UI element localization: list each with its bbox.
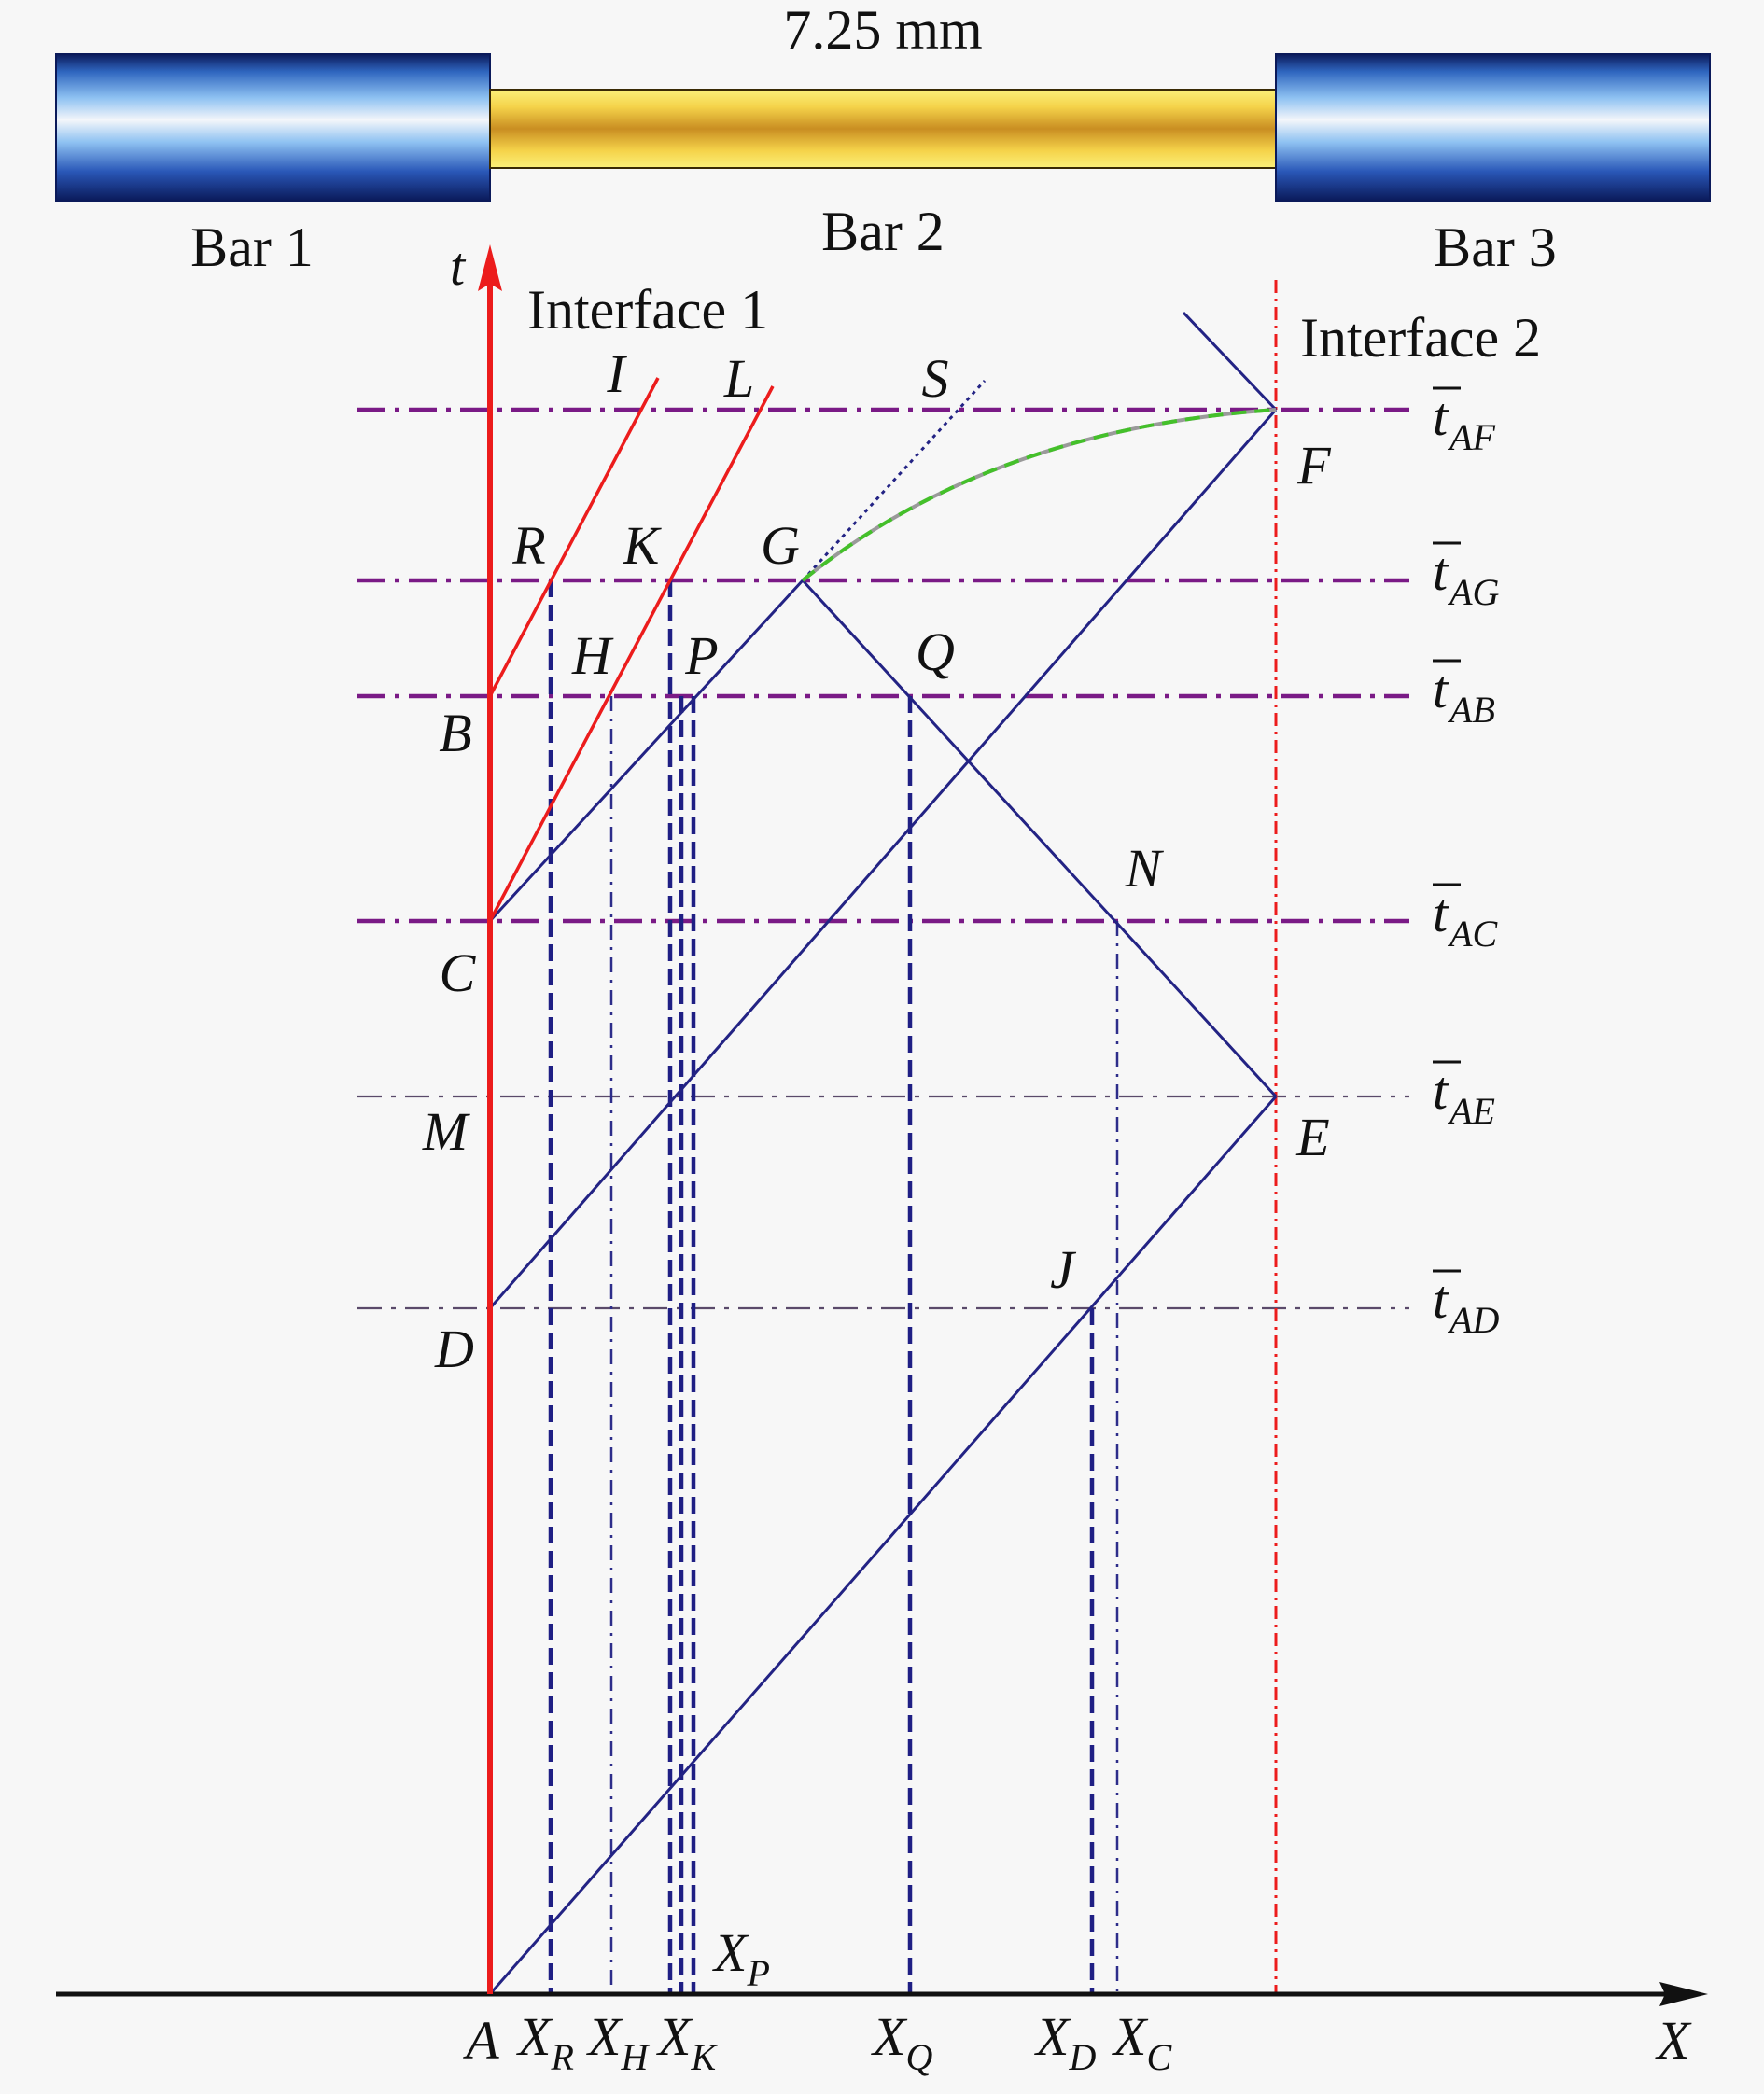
point-label-Q: Q xyxy=(916,621,955,682)
curve-G-to-F xyxy=(801,408,1277,582)
svg-text:tAB: tAB xyxy=(1433,659,1495,731)
curve-G-to-F-bg xyxy=(801,408,1277,582)
x-axis-arrow-icon xyxy=(1659,1982,1708,2006)
point-label-N: N xyxy=(1125,838,1165,899)
svg-text:tAF: tAF xyxy=(1433,386,1496,458)
x-label-XD: XD xyxy=(1034,2006,1096,2078)
red-line-B-to-I xyxy=(488,377,660,697)
point-label-M: M xyxy=(422,1101,470,1162)
time-label-tAG: tAG xyxy=(1433,541,1500,613)
wave-F-reflected xyxy=(1182,311,1278,412)
t-axis-arrow-icon xyxy=(478,244,502,291)
wave-E-to-G xyxy=(801,579,1278,1098)
point-label-C: C xyxy=(440,942,477,1003)
point-label-F: F xyxy=(1296,435,1331,496)
t-axis-label: t xyxy=(450,236,467,297)
time-label-tAC: tAC xyxy=(1433,883,1499,955)
time-label-tAD: tAD xyxy=(1433,1269,1500,1341)
wave-C-to-G xyxy=(488,579,805,923)
point-label-L: L xyxy=(723,348,754,409)
point-label-R: R xyxy=(511,515,545,576)
dimension-label: 7.25 mm xyxy=(783,0,982,61)
x-label-XP: XP xyxy=(712,1922,770,1994)
x-label-XQ: XQ xyxy=(871,2006,932,2078)
bar-1-shape xyxy=(55,53,491,202)
interface-1-label: Interface 1 xyxy=(527,279,768,341)
wave-G-to-S xyxy=(801,379,987,582)
point-label-G: G xyxy=(761,515,800,576)
interface-2-label: Interface 2 xyxy=(1300,307,1541,369)
point-label-B: B xyxy=(439,703,471,763)
bar-3-shape xyxy=(1275,53,1711,202)
point-label-D: D xyxy=(434,1319,474,1379)
red-line-C-to-L xyxy=(488,385,775,922)
point-label-P: P xyxy=(684,625,718,686)
bar-2-specimen-shape xyxy=(489,89,1277,169)
point-label-A: A xyxy=(462,2010,499,2071)
svg-text:tAD: tAD xyxy=(1433,1269,1500,1341)
time-label-tAB: tAB xyxy=(1433,659,1495,731)
svg-text:tAC: tAC xyxy=(1433,883,1499,955)
point-label-J: J xyxy=(1050,1239,1077,1300)
x-label-XK: XK xyxy=(656,2006,718,2078)
time-label-tAE: tAE xyxy=(1433,1060,1495,1132)
svg-text:tAG: tAG xyxy=(1433,541,1500,613)
x-axis-label: X xyxy=(1655,2010,1692,2071)
point-label-S: S xyxy=(922,348,949,409)
bar-2-label: Bar 2 xyxy=(821,201,945,262)
wave-D-to-F xyxy=(488,409,1278,1309)
svg-text:tAE: tAE xyxy=(1433,1060,1495,1132)
bar-3-label: Bar 3 xyxy=(1434,216,1557,278)
point-label-E: E xyxy=(1295,1107,1329,1167)
point-label-K: K xyxy=(623,515,663,576)
bar-1-label: Bar 1 xyxy=(190,216,314,278)
time-label-tAF: tAF xyxy=(1433,386,1496,458)
x-label-XH: XH xyxy=(586,2006,650,2078)
x-label-XR: XR xyxy=(516,2006,574,2078)
point-label-H: H xyxy=(571,625,614,686)
x-label-XC: XC xyxy=(1112,2006,1172,2078)
point-label-I: I xyxy=(606,343,627,404)
wave-A-to-E xyxy=(488,1096,1278,1995)
